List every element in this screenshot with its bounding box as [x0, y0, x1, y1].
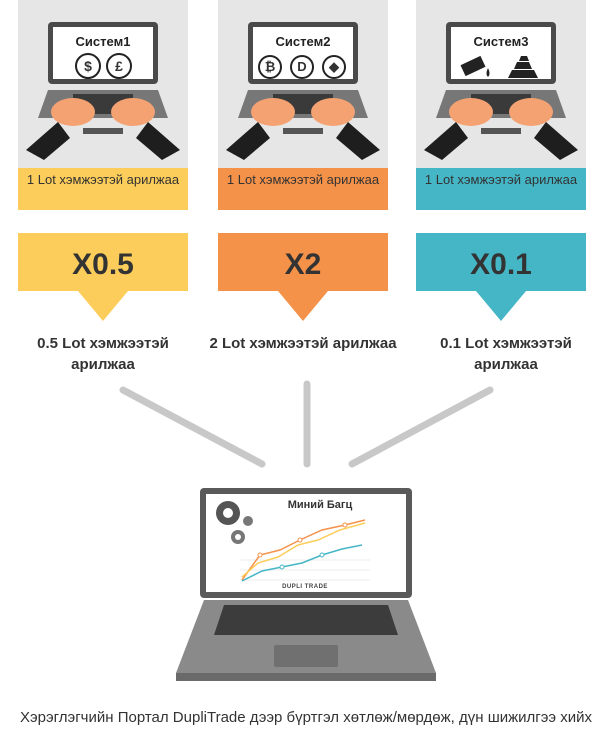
- laptop-illustration-1: [18, 0, 188, 168]
- dash-icon: D: [290, 55, 314, 79]
- system-card-1: Систем1 $ £ 1 Lot хэмжээтэй арилжаа: [18, 0, 188, 210]
- result-text-3: 0.1 Lot хэмжээтэй арилжаа: [440, 335, 572, 373]
- system-card-3: Систем3 1 Lot хэмжээтэй арилжаа: [416, 0, 586, 210]
- multiplier-badge-2: [218, 233, 388, 321]
- multiplier-1: X0.5: [72, 248, 134, 281]
- multiplier-badge-1: [18, 233, 188, 321]
- oil-icon: [460, 55, 490, 77]
- portfolio-laptop: Миний Багц DUPLI TRADE: [170, 485, 442, 695]
- gold-bars-icon: [508, 56, 538, 78]
- laptop-illustration-3: [416, 0, 586, 168]
- system-caption-3: 1 Lot хэмжээтэй арилжаа: [416, 168, 586, 210]
- multiplier-2: X2: [284, 248, 322, 281]
- portfolio-title: Миний Багц: [287, 499, 353, 511]
- footer-caption: Хэрэглэгчийн Портал DupliTrade дээр бүрт…: [20, 709, 592, 726]
- system-title-2: Систем2: [275, 34, 331, 49]
- system-caption-2: 1 Lot хэмжээтэй арилжаа: [218, 168, 388, 210]
- laptop-illustration-2: [218, 0, 388, 168]
- laptop-body: [176, 488, 436, 681]
- multiplier-3: X0.1: [470, 248, 532, 281]
- ethereum-icon: ◆: [322, 55, 346, 79]
- system-caption-1: 1 Lot хэмжээтэй арилжаа: [18, 168, 188, 210]
- dollar-icon: $: [75, 53, 101, 79]
- system-title-1: Систем1: [75, 34, 131, 49]
- connector-lines: [119, 380, 494, 468]
- result-text-1: 0.5 Lot хэмжээтэй арилжаа: [37, 335, 169, 373]
- result-text-2: 2 Lot хэмжээтэй арилжаа: [209, 335, 397, 352]
- pound-icon: £: [106, 53, 132, 79]
- system-title-3: Систем3: [473, 34, 529, 49]
- bitcoin-icon: ₿: [258, 55, 282, 79]
- duplitrade-logo: DUPLI TRADE: [282, 584, 328, 590]
- system-card-2: Систем2 ₿ D ◆ 1 Lot хэмжээтэй арилжаа: [218, 0, 388, 210]
- multiplier-badge-3: [416, 233, 586, 321]
